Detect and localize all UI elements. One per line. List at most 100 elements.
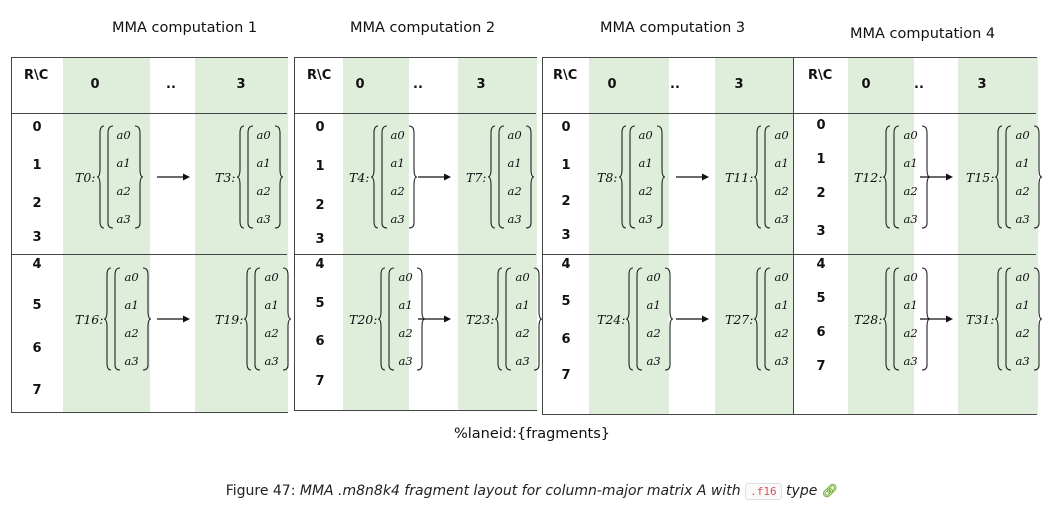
paren-right-icon [656, 125, 665, 229]
fragment-item: a2 [646, 326, 661, 340]
column-header: 3 [236, 77, 246, 92]
paren-left-icon [380, 125, 387, 229]
fragment-item: a3 [124, 354, 139, 368]
row-label: 6 [315, 334, 325, 349]
row-label: 4 [32, 257, 42, 272]
curly-brace-icon [104, 267, 112, 371]
thread-label: T16: [75, 311, 104, 327]
row-label: 5 [315, 296, 325, 311]
block-title: MMA computation 2 [350, 20, 496, 36]
fragment-item: a2 [1015, 184, 1030, 198]
paren-right-icon [525, 125, 534, 229]
row-label: 0 [315, 120, 325, 135]
fragment-item: a2 [1015, 326, 1030, 340]
header-divider [295, 113, 536, 114]
fragment-item: a2 [774, 184, 789, 198]
paren-left-icon [106, 125, 113, 229]
fragment-item: a2 [390, 184, 405, 198]
fragment-item: a3 [1015, 212, 1030, 226]
fragment-item: a0 [646, 270, 661, 284]
fragment-item: a3 [390, 212, 405, 226]
fragment-item: a1 [646, 298, 661, 312]
fragment-item: a1 [903, 156, 918, 170]
row-label: 1 [816, 152, 826, 167]
fragment-item: a1 [515, 298, 530, 312]
paren-right-icon [408, 125, 417, 229]
column-header: 0 [861, 77, 871, 92]
curly-brace-icon [244, 267, 252, 371]
fragment-item: a3 [515, 354, 530, 368]
caption-italic: MMA .m8n8k4 fragment layout for column-m… [299, 483, 746, 499]
fragment-item: a3 [256, 212, 271, 226]
thread-label: T0: [75, 169, 96, 185]
paren-left-icon [254, 267, 261, 371]
row-group-divider [295, 254, 536, 255]
block-title: MMA computation 4 [850, 26, 996, 42]
corner-label: R\C [307, 68, 332, 83]
fragment-item: a3 [116, 212, 131, 226]
column-header: 3 [977, 77, 987, 92]
link-icon[interactable]: 🔗︎ [821, 484, 839, 499]
fragment-item: a1 [116, 156, 131, 170]
arrow-right-icon [676, 315, 709, 323]
arrow-right-icon [920, 173, 953, 181]
thread-label: T8: [597, 169, 618, 185]
fragment-item: a3 [398, 354, 413, 368]
thread-label: T28: [854, 311, 883, 327]
arrow-right-icon [676, 173, 709, 181]
thread-label: T27: [725, 311, 754, 327]
paren-right-icon [921, 267, 930, 371]
fragment-item: a0 [256, 128, 271, 142]
paren-right-icon [416, 267, 425, 371]
fragment-item: a1 [1015, 298, 1030, 312]
curly-brace-icon [754, 267, 762, 371]
fragment-item: a1 [638, 156, 653, 170]
row-group-divider [12, 254, 287, 255]
curly-brace-icon [495, 267, 503, 371]
curly-brace-icon [626, 267, 634, 371]
paren-left-icon [388, 267, 395, 371]
arrow-right-icon [156, 173, 190, 181]
thread-label: T15: [966, 169, 995, 185]
fragment-item: a0 [774, 128, 789, 142]
column-header: 0 [355, 77, 365, 92]
fragment-item: a3 [903, 212, 918, 226]
column-header: .. [413, 77, 423, 92]
thread-label: T24: [597, 311, 626, 327]
thread-label: T19: [215, 311, 244, 327]
arrow-right-icon [156, 315, 190, 323]
figure-caption: Figure 47: MMA .m8n8k4 fragment layout f… [0, 483, 1064, 500]
fragment-item: a2 [124, 326, 139, 340]
fragment-item: a1 [398, 298, 413, 312]
fragment-item: a1 [903, 298, 918, 312]
curly-brace-icon [883, 267, 891, 371]
fragment-item: a3 [903, 354, 918, 368]
paren-right-icon [664, 267, 673, 371]
fragment-item: a1 [774, 298, 789, 312]
paren-right-icon [1033, 125, 1042, 229]
fragment-item: a1 [264, 298, 279, 312]
thread-label: T12: [854, 169, 883, 185]
fragment-item: a2 [903, 326, 918, 340]
fragment-item: a0 [116, 128, 131, 142]
row-label: 1 [561, 158, 571, 173]
paren-left-icon [114, 267, 121, 371]
